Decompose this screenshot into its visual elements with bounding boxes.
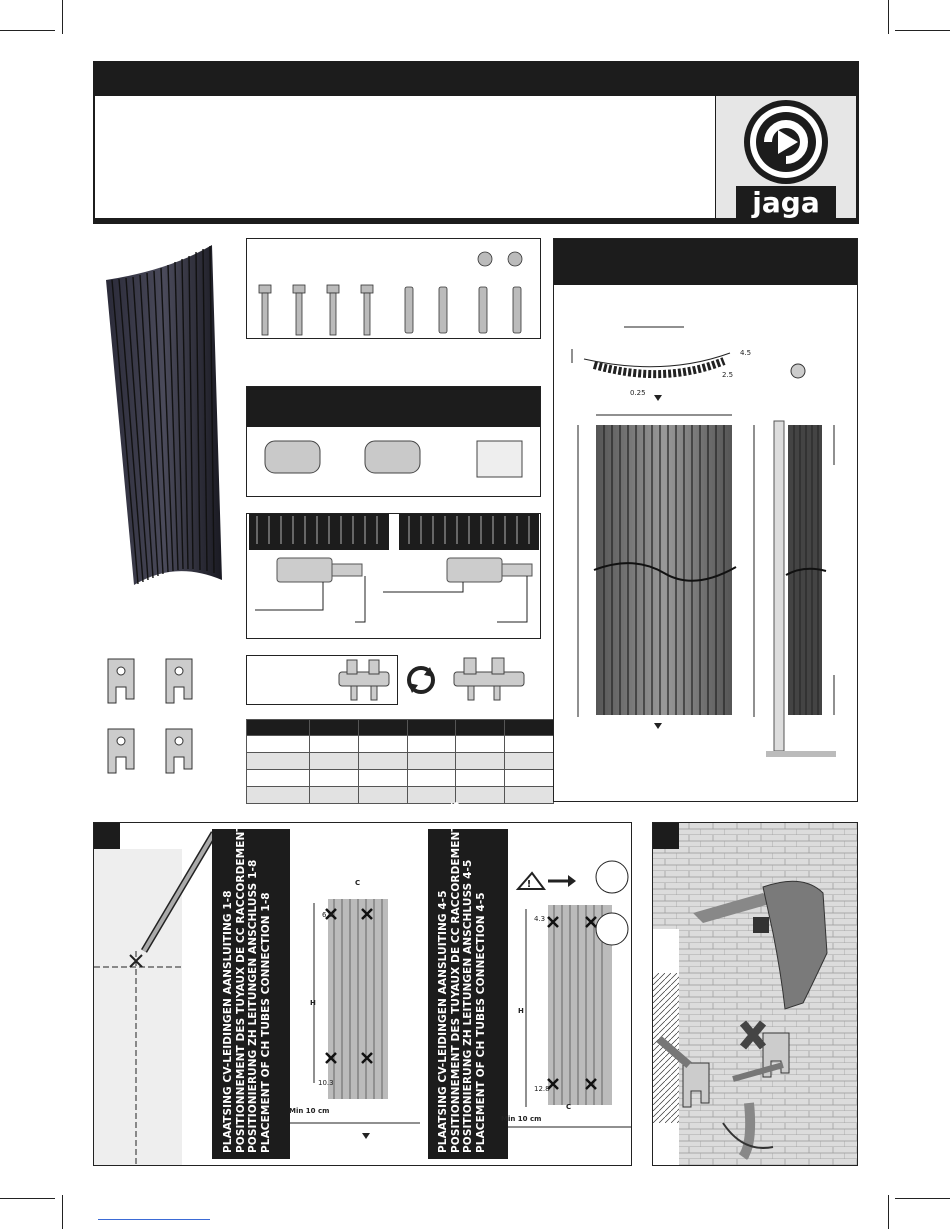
jaga-logo-icon: jaga bbox=[736, 100, 836, 219]
screws-icon bbox=[258, 251, 523, 336]
dim-min-10-b: Min 10 cm bbox=[501, 1115, 542, 1123]
connection-panel bbox=[246, 513, 541, 639]
fixings-panel bbox=[246, 238, 541, 339]
technical-drawing-panel: 0.25 4.5 2.5 bbox=[553, 238, 858, 802]
connection-4-5-label: PLAATSING CV-LEIDINGEN AANSLUITING 4-5 P… bbox=[437, 801, 487, 1153]
logo-area: jaga bbox=[716, 96, 856, 219]
svg-text:!: ! bbox=[527, 879, 532, 890]
dim-h-2: H bbox=[518, 1007, 524, 1015]
dim-h-1: H bbox=[310, 999, 316, 1007]
header-content-area bbox=[95, 96, 715, 218]
dim-4-3: 4.3 bbox=[534, 915, 546, 923]
connection-1-8-label-bg bbox=[212, 829, 290, 1159]
connection-illustration bbox=[249, 514, 539, 623]
panel-header bbox=[247, 387, 540, 427]
spec-table bbox=[246, 719, 554, 804]
step-number-tab bbox=[94, 823, 120, 849]
installation-steps-panel: PLAATSING CV-LEIDINGEN AANSLUITING 1-8 P… bbox=[93, 801, 632, 1166]
crop-mark bbox=[62, 0, 63, 34]
dim-12-8: 12.8 bbox=[534, 1085, 550, 1093]
rotate-icon bbox=[407, 666, 435, 694]
thermostat-heads-icon bbox=[264, 440, 523, 478]
thermostatic-heads-panel bbox=[246, 386, 541, 497]
wall-marking-illustration bbox=[94, 831, 214, 1165]
dim-4-5: 4.5 bbox=[740, 349, 751, 357]
connection-1-8-label: PLAATSING CV-LEIDINGEN AANSLUITING 1-8 P… bbox=[222, 801, 272, 1153]
connection-4-5-label-bg bbox=[428, 829, 508, 1159]
dim-c-1: C bbox=[355, 879, 361, 887]
radiator-photo bbox=[106, 245, 222, 585]
warning-icon bbox=[515, 871, 546, 890]
radiator-position-1-8 bbox=[290, 899, 420, 1139]
crop-mark bbox=[888, 0, 889, 34]
valve-alt-icon bbox=[453, 657, 525, 701]
valve-icon bbox=[338, 659, 390, 701]
crop-mark bbox=[0, 30, 55, 31]
radiator-front-drawing: 0.25 4.5 2.5 bbox=[571, 326, 836, 757]
step-number-tab bbox=[653, 823, 679, 849]
dim-min-10-a: Min 10 cm bbox=[289, 1107, 330, 1115]
dim-10-3: 10.3 bbox=[318, 1079, 334, 1087]
drilling-panel bbox=[652, 822, 858, 1166]
brand-name: jaga bbox=[751, 186, 819, 218]
crop-mark bbox=[0, 1198, 55, 1199]
crop-mark bbox=[62, 1195, 63, 1229]
dim-6-8: 6.8 bbox=[322, 911, 334, 919]
dim-c-2: C bbox=[566, 1103, 572, 1111]
drilling-illustration bbox=[653, 823, 857, 1165]
crop-mark bbox=[895, 1198, 950, 1199]
dim-0-25: 0.25 bbox=[630, 389, 646, 397]
crop-mark bbox=[888, 1195, 889, 1229]
valve-panel bbox=[246, 655, 398, 705]
dim-2-5: 2.5 bbox=[722, 371, 733, 379]
crop-mark bbox=[895, 30, 950, 31]
wall-brackets bbox=[107, 658, 193, 774]
radiator-position-4-5: ! bbox=[508, 860, 632, 1128]
drawing-header bbox=[554, 239, 857, 285]
footer-link-underline[interactable] bbox=[98, 1219, 210, 1220]
